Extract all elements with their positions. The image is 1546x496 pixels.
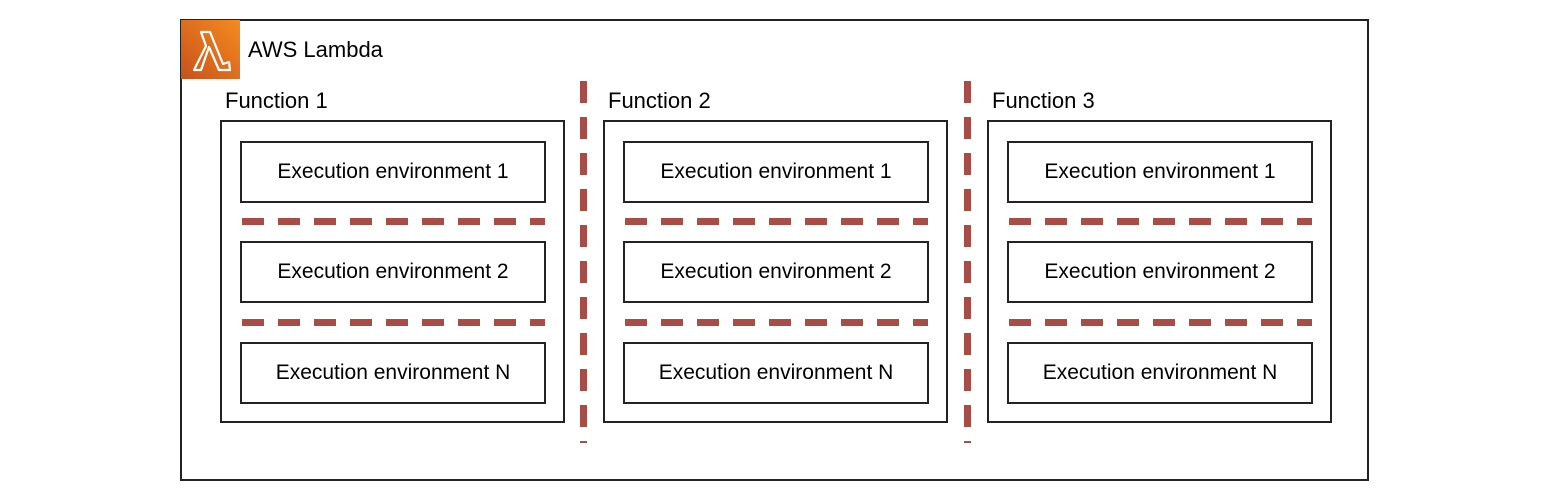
function-3-box: Execution environment 1 Execution enviro…: [987, 120, 1332, 423]
function-1-label: Function 1: [225, 88, 328, 113]
function-2-label: Function 2: [608, 88, 711, 113]
execution-environment-n: Execution environment N: [1007, 342, 1313, 404]
environment-separator: [242, 218, 545, 225]
execution-environment-n: Execution environment N: [240, 342, 546, 404]
environment-separator: [625, 218, 928, 225]
execution-environment-2: Execution environment 2: [1007, 241, 1313, 303]
aws-lambda-icon: [181, 20, 240, 79]
execution-environment-n: Execution environment N: [623, 342, 929, 404]
environment-separator: [625, 319, 928, 326]
aws-lambda-container: [180, 19, 1369, 481]
service-title: AWS Lambda: [248, 37, 383, 62]
execution-environment-1: Execution environment 1: [240, 141, 546, 203]
execution-environment-2: Execution environment 2: [240, 241, 546, 303]
function-1-box: Execution environment 1 Execution enviro…: [220, 120, 565, 423]
function-2-box: Execution environment 1 Execution enviro…: [603, 120, 948, 423]
function-separator: [964, 81, 971, 443]
function-separator: [580, 81, 587, 443]
environment-separator: [242, 319, 545, 326]
execution-environment-1: Execution environment 1: [623, 141, 929, 203]
execution-environment-2: Execution environment 2: [623, 241, 929, 303]
environment-separator: [1009, 319, 1312, 326]
environment-separator: [1009, 218, 1312, 225]
execution-environment-1: Execution environment 1: [1007, 141, 1313, 203]
function-3-label: Function 3: [992, 88, 1095, 113]
